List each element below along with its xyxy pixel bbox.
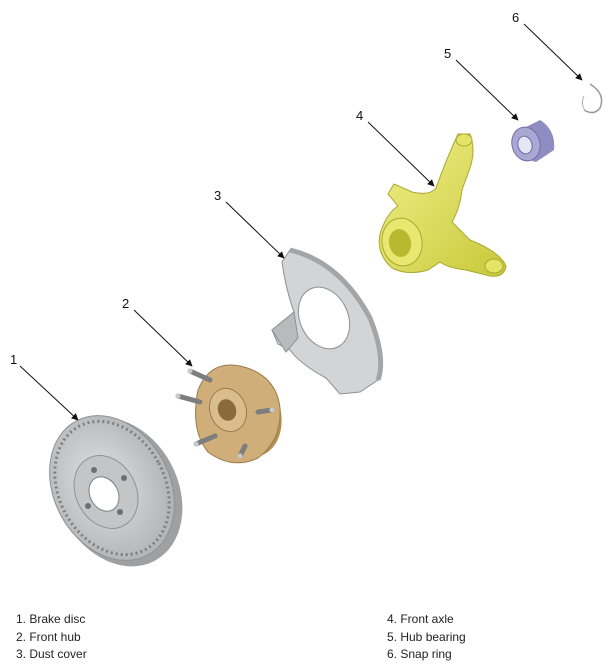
legend-item-hub-bearing: 5. Hub bearing xyxy=(387,629,466,644)
legend-item-snap-ring: 6. Snap ring xyxy=(387,647,452,661)
brake-disc xyxy=(49,415,183,567)
callout-1: 1 xyxy=(10,352,17,367)
callout-6: 6 xyxy=(512,10,519,25)
leader-line-1 xyxy=(19,365,79,421)
callout-2: 2 xyxy=(122,296,129,311)
leader-line-4 xyxy=(367,121,435,187)
leader-line-3 xyxy=(225,201,285,259)
leader-line-5 xyxy=(455,59,519,121)
callout-5: 5 xyxy=(444,46,451,61)
legend-item-brake-disc: 1. Brake disc xyxy=(16,612,86,626)
leader-line-2 xyxy=(133,309,193,367)
callout-4: 4 xyxy=(356,108,363,123)
leader-line-6 xyxy=(523,23,583,81)
snap-ring xyxy=(581,83,603,114)
callout-3: 3 xyxy=(214,188,221,203)
legend-item-dust-cover: 3. Dust cover xyxy=(16,647,87,661)
front-axle xyxy=(378,133,507,277)
front-hub xyxy=(175,364,282,464)
legend-item-front-hub: 2. Front hub xyxy=(16,629,81,644)
exploded-assembly-diagram: 1 2 3 4 5 6 xyxy=(10,10,603,567)
legend-left: 1. Brake disc 2. Front hub 3. Dust cover xyxy=(16,611,87,664)
legend-item-front-axle: 4. Front axle xyxy=(387,612,454,626)
legend-right: 4. Front axle 5. Hub bearing 6. Snap rin… xyxy=(387,611,466,664)
hub-bearing xyxy=(511,120,555,162)
dust-cover xyxy=(271,247,384,395)
